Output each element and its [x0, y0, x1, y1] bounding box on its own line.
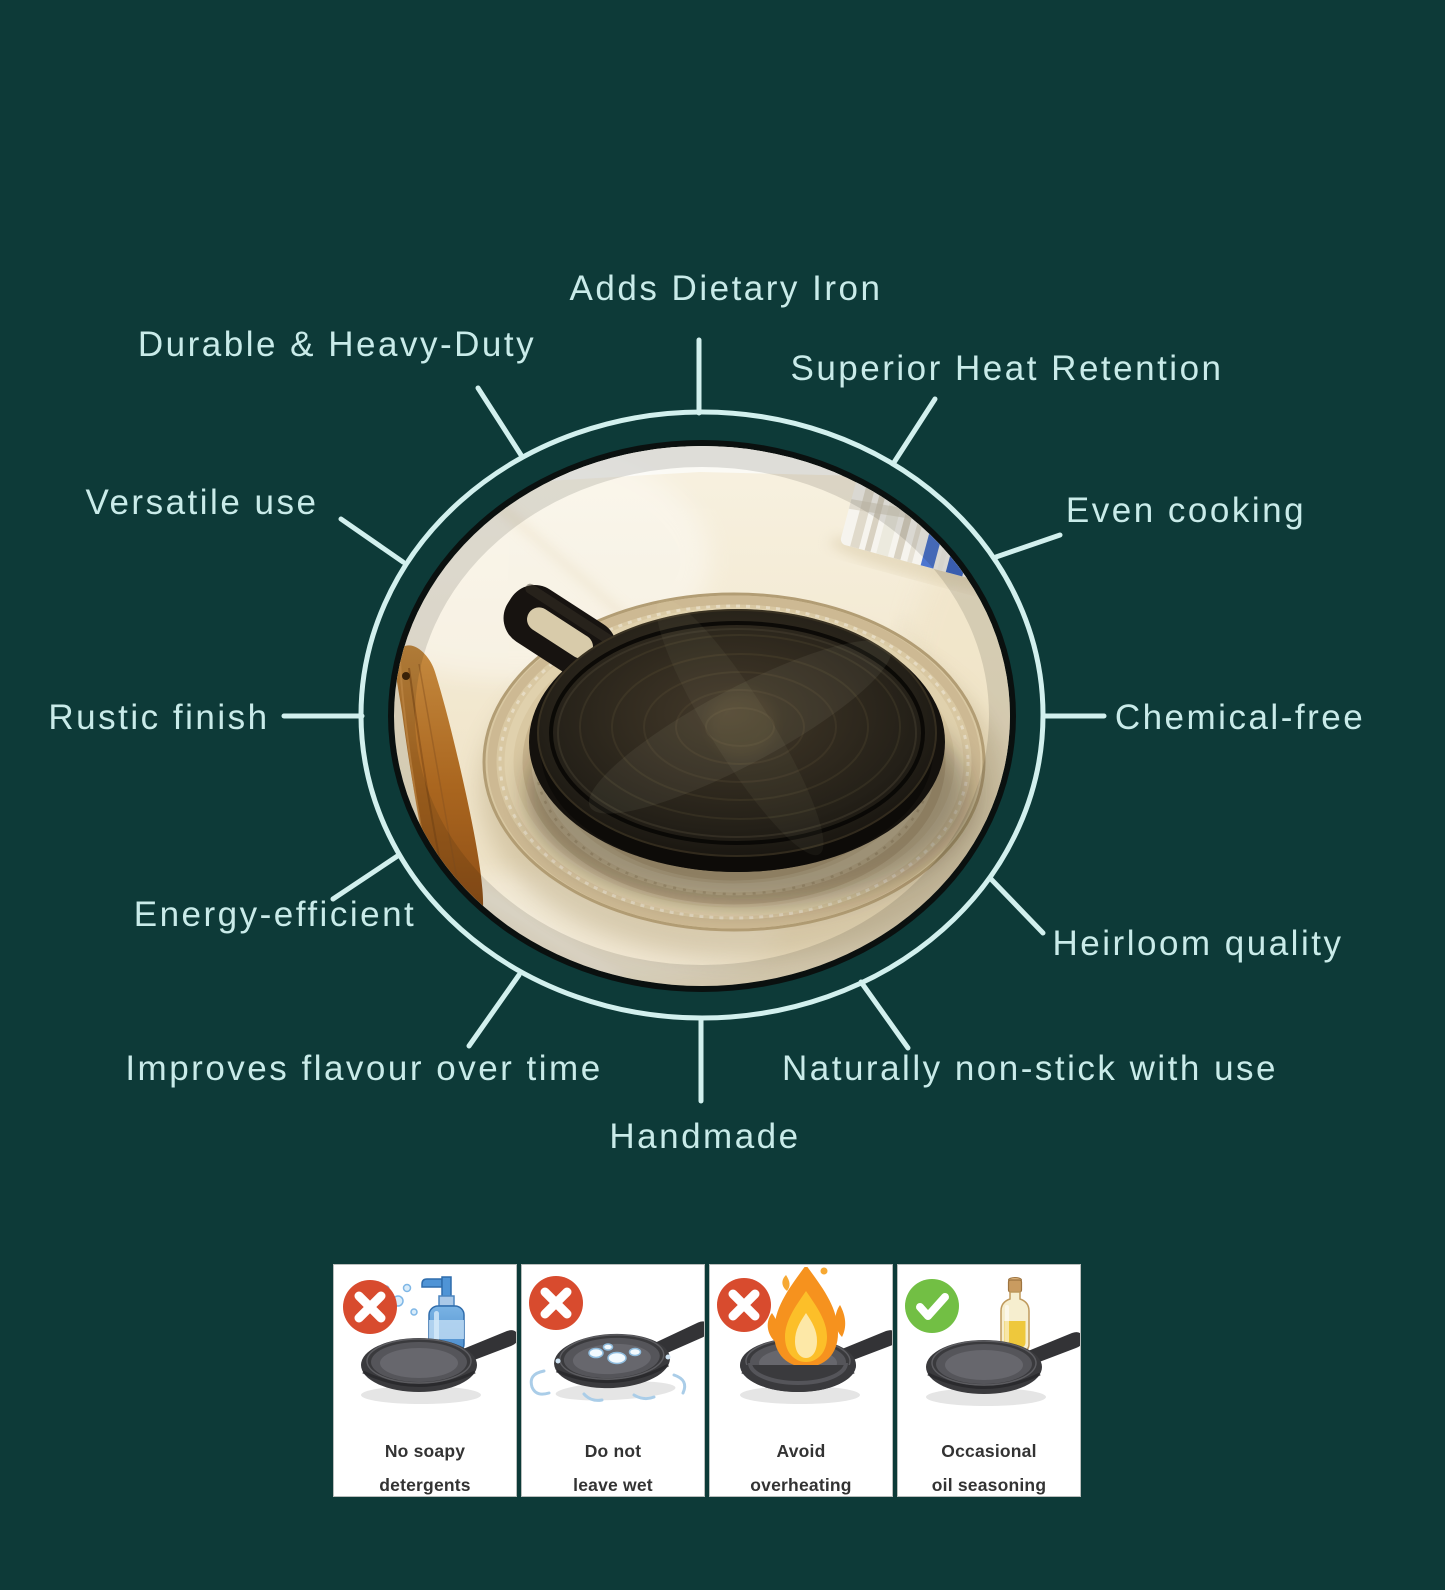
care-card-no-soapy-detergents: No soapy detergents — [333, 1264, 517, 1497]
cross-badge-icon — [529, 1276, 583, 1330]
connector-heirloom-quality — [987, 875, 1046, 936]
feature-label-handmade: Handmade — [609, 1117, 800, 1156]
care-caption-line2: oil seasoning — [931, 1475, 1047, 1495]
connector-naturally-non-stick — [858, 979, 911, 1051]
feature-label-naturally-non-stick: Naturally non-stick with use — [782, 1049, 1278, 1088]
care-card-avoid-overheating: Avoid overheating — [709, 1264, 893, 1497]
feature-label-chemical-free: Chemical-free — [1115, 698, 1365, 737]
feature-label-even-cooking: Even cooking — [1066, 491, 1306, 530]
feature-label-rustic-finish: Rustic finish — [48, 698, 269, 737]
cross-badge-icon — [343, 1280, 397, 1334]
care-caption-line1: Do not — [584, 1441, 642, 1461]
avoid-overheating-illustration — [717, 1267, 892, 1406]
care-card-caption: No soapy detergents — [334, 1441, 516, 1496]
skillet-icon — [924, 1330, 1080, 1408]
no-soapy-detergents-illustration — [343, 1276, 516, 1406]
care-caption-line2: detergents — [379, 1475, 471, 1495]
feature-label-improves-flavour: Improves flavour over time — [125, 1049, 602, 1088]
care-caption-line1: Occasional — [941, 1441, 1037, 1461]
care-card-occasional-oil-seasoning: Occasional oil seasoning — [897, 1264, 1081, 1497]
feature-label-durable-heavy-duty: Durable & Heavy-Duty — [138, 325, 536, 364]
connector-versatile-use — [338, 516, 406, 565]
care-card-caption: Do not leave wet — [522, 1441, 704, 1496]
connector-durable-heavy-duty — [475, 385, 524, 458]
do-not-leave-wet-illustration — [529, 1276, 704, 1405]
connector-superior-heat-retention — [890, 396, 938, 467]
water-splash-icon — [529, 1343, 687, 1402]
feature-label-heirloom-quality: Heirloom quality — [1053, 924, 1344, 963]
feature-label-adds-dietary-iron: Adds Dietary Iron — [570, 269, 883, 308]
care-card-do-not-leave-wet: Do not leave wet — [521, 1264, 705, 1497]
feature-label-versatile-use: Versatile use — [86, 483, 319, 522]
care-caption-line1: No soapy — [384, 1441, 466, 1461]
care-caption-line2: leave wet — [573, 1475, 653, 1495]
skillet-icon — [359, 1328, 516, 1406]
tawa-image — [503, 583, 970, 907]
skillet-icon — [550, 1319, 704, 1405]
skillet-front-rim — [740, 1362, 856, 1392]
feature-label-energy-efficient: Energy-efficient — [134, 895, 417, 934]
connector-energy-efficient — [330, 852, 402, 902]
cross-badge-icon — [717, 1278, 771, 1332]
care-card-caption: Avoid overheating — [710, 1441, 892, 1496]
oil-bottle-icon — [1000, 1277, 1030, 1352]
feature-label-superior-heat-retention: Superior Heat Retention — [791, 349, 1224, 388]
check-badge-icon — [905, 1279, 959, 1333]
care-caption-line2: overheating — [750, 1475, 852, 1495]
occasional-oil-seasoning-illustration — [905, 1277, 1080, 1408]
fire-icon — [767, 1267, 846, 1367]
care-caption-line1: Avoid — [776, 1441, 826, 1461]
care-card-caption: Occasional oil seasoning — [898, 1441, 1080, 1496]
wooden-spatula-image — [394, 645, 484, 927]
connector-even-cooking — [993, 532, 1063, 560]
connector-improves-flavour — [466, 972, 522, 1049]
